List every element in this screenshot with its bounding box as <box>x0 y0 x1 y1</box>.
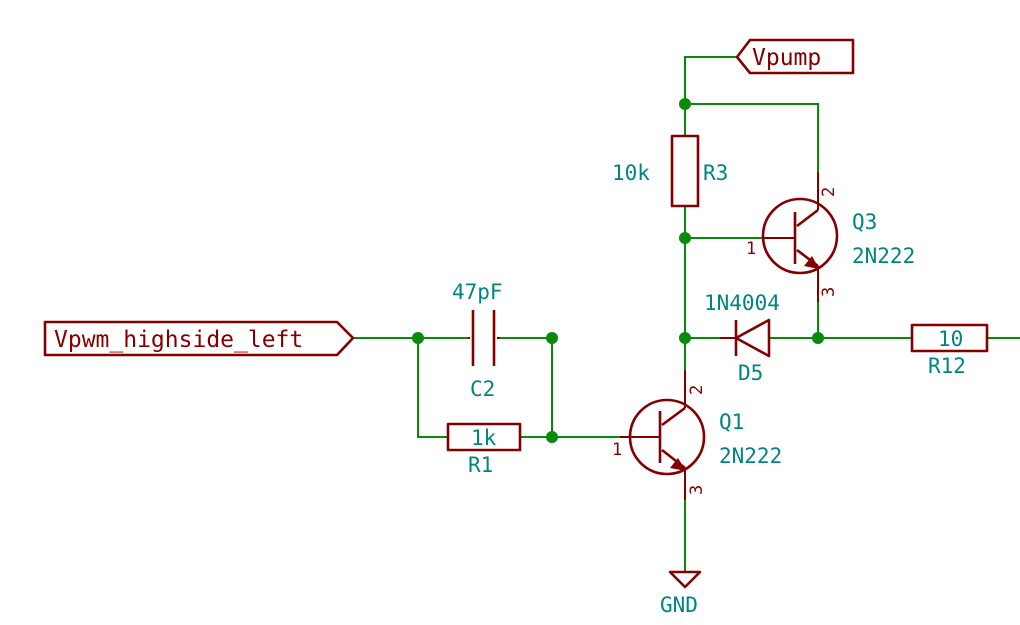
q1-pin-base: 1 <box>612 440 622 460</box>
q1-pin-emitter: 3 <box>687 485 707 495</box>
r1-ref: R1 <box>468 453 493 477</box>
resistor-r1: 1k R1 <box>446 422 522 477</box>
transistor-q1: 1 2 3 Q1 2N222 <box>612 370 782 500</box>
junctions <box>412 98 824 443</box>
junction-dot <box>412 332 424 344</box>
q3-value: 2N222 <box>852 244 915 268</box>
q3-pin-base: 1 <box>746 239 756 259</box>
transistor-q3: 1 2 3 Q3 2N222 <box>746 172 915 302</box>
r1-value: 1k <box>471 426 497 450</box>
wire-q3-collector <box>684 103 819 173</box>
r12-ref: R12 <box>928 354 966 378</box>
q1-value: 2N222 <box>719 444 782 468</box>
wire-c2-right <box>499 337 553 438</box>
ground-symbol: GND <box>660 570 702 617</box>
q3-pin-emitter: 3 <box>819 287 839 297</box>
junction-dot <box>546 431 558 443</box>
capacitor-c2: 47pF C2 <box>452 280 503 401</box>
d5-value: 1N4004 <box>704 291 780 315</box>
net-label-vpwm: Vpwm_highside_left <box>43 320 355 357</box>
r12-value: 10 <box>938 327 963 351</box>
q1-ref: Q1 <box>719 410 744 434</box>
q1-pin-collector: 2 <box>687 385 707 395</box>
diode-d5: 1N4004 D5 <box>704 291 780 385</box>
resistor-r12: 10 R12 <box>910 323 989 378</box>
net-label-vpump-text: Vpump <box>752 45 821 71</box>
junction-dot <box>812 332 824 344</box>
junction-dot <box>546 332 558 344</box>
q3-ref: Q3 <box>852 210 877 234</box>
net-label-vpwm-text: Vpwm_highside_left <box>54 327 303 353</box>
gnd-label: GND <box>660 593 698 617</box>
junction-dot <box>679 332 691 344</box>
c2-ref: C2 <box>470 377 495 401</box>
junction-dot <box>679 232 691 244</box>
net-label-vpump: Vpump <box>735 38 855 75</box>
resistor-r3: 10k R3 <box>612 134 728 208</box>
junction-dot <box>679 98 691 110</box>
wire-input-down <box>417 337 449 438</box>
c2-value: 47pF <box>452 280 503 304</box>
q3-pin-collector: 2 <box>819 187 839 197</box>
wire-vpump <box>684 56 738 105</box>
r3-value: 10k <box>612 161 650 185</box>
d5-ref: D5 <box>738 361 763 385</box>
r3-ref: R3 <box>703 161 728 185</box>
